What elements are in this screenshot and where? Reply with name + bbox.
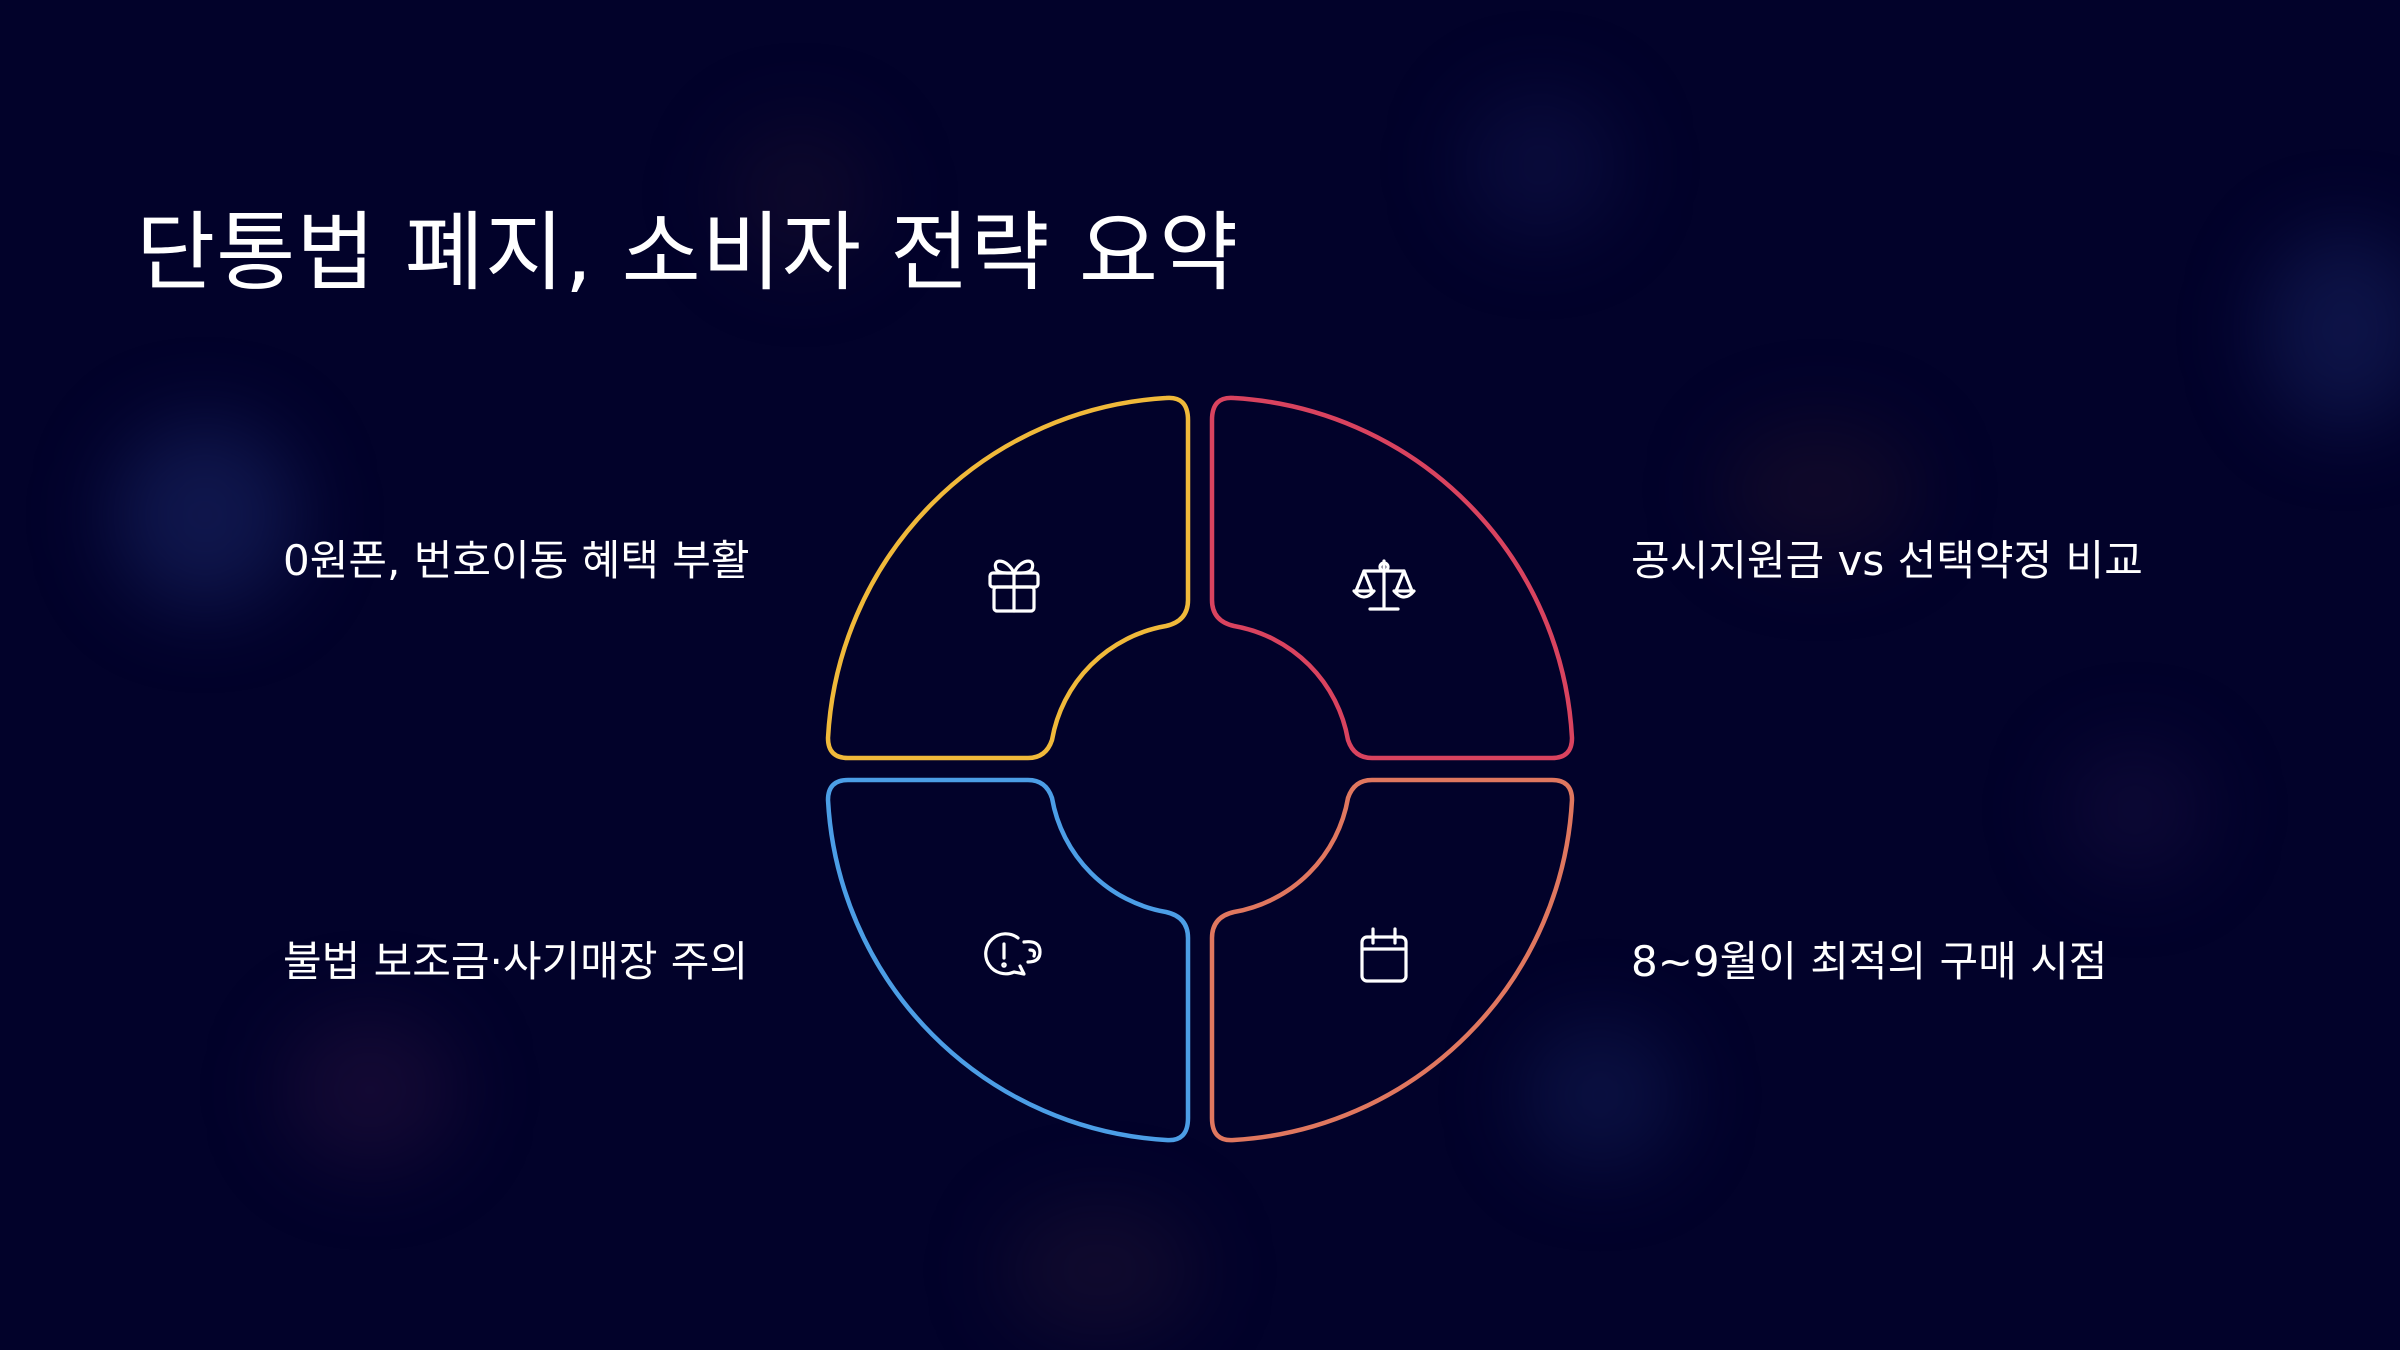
label-bottom-right: 8~9월이 최적의 구매 시점 [1631,937,2108,986]
page-title: 단통법 폐지, 소비자 전략 요약 [136,203,1240,303]
scale-icon [1352,559,1416,611]
label-bottom-left: 불법 보조금·사기매장 주의 [283,937,749,986]
label-top-right: 공시지원금 vs 선택약정 비교 [1631,536,2143,585]
quadrant-top-right [1209,395,1575,761]
label-top-left: 0원폰, 번호이동 혜택 부활 [283,536,750,585]
gift-icon [988,559,1040,613]
quadrant-bottom-right [1209,777,1575,1143]
quadrant-bottom-left [825,777,1191,1143]
quadrant-top-left [825,395,1191,761]
warning-chat-icon [984,932,1042,976]
calendar-icon [1360,927,1408,983]
